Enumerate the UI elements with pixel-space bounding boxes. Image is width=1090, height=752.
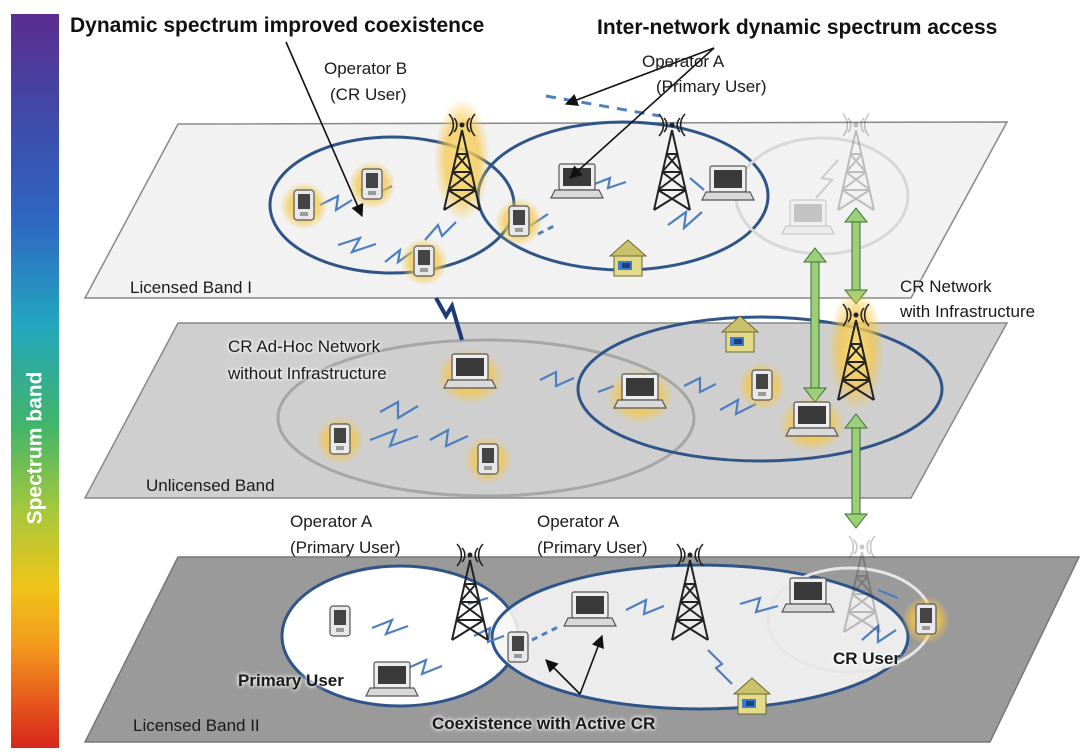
lightning-link-icon [319, 159, 899, 685]
ring-bottom-middle [490, 563, 910, 711]
title-dynamic-spectrum-coexistence: Dynamic spectrum improved coexistence [70, 14, 485, 37]
pda-icon [507, 631, 529, 663]
label-operator-a-top: Operator A [642, 52, 725, 71]
plane-label-licensed-band-ii: Licensed Band II [133, 716, 260, 735]
label-coexistence-active-cr: Coexistence with Active CR [432, 714, 656, 733]
label-cr-adhoc: CR Ad-Hoc Network [228, 337, 381, 356]
laptop-icon [781, 577, 835, 613]
dashed-link-top-pda [537, 224, 555, 236]
plane-label-licensed-band-i: Licensed Band I [130, 278, 252, 297]
pda-icon [316, 416, 364, 464]
laptop-icon [365, 661, 419, 697]
title-inter-network-access: Inter-network dynamic spectrum access [597, 16, 998, 39]
label-operator-a-top-role: (Primary User) [656, 77, 767, 96]
label-cr-user: CR User [833, 649, 901, 668]
label-operator-a-bottom-left: Operator A [290, 512, 373, 531]
laptop-icon [778, 396, 846, 452]
dashed-link-bottom [531, 624, 561, 642]
pda-icon [738, 362, 786, 410]
laptop-icon [550, 163, 604, 199]
label-operator-b: Operator B [324, 59, 408, 78]
cell-tower-icon [434, 98, 490, 222]
pda-icon [329, 605, 351, 637]
lightning-link-icon [434, 297, 464, 341]
laptop-icon [606, 368, 674, 424]
plane-unlicensed-band [83, 322, 1009, 499]
ring-cr-adhoc [276, 338, 696, 498]
label-cr-network-infra: with Infrastructure [900, 302, 1036, 321]
plane-licensed-band-i [83, 121, 1009, 299]
label-cr-adhoc-infra: without Infrastructure [228, 364, 387, 383]
annotation-arrows [285, 41, 715, 695]
label-operator-a-bottom-right: Operator A [537, 512, 620, 531]
spectrum-band-label: Spectrum band [23, 371, 47, 525]
plane-label-unlicensed-band: Unlicensed Band [146, 476, 275, 495]
laptop-icon [436, 348, 504, 404]
laptop-icon [781, 199, 835, 235]
ring-cr-infra-middle [576, 315, 944, 463]
cell-tower-icon [828, 288, 884, 412]
label-primary-user: Primary User [238, 671, 344, 690]
label-cr-network: CR Network [900, 277, 992, 296]
house-icon [721, 315, 759, 353]
laptop-icon [563, 591, 617, 627]
pda-icon [348, 161, 396, 209]
laptop-icon [701, 165, 755, 201]
label-operator-a-bottom-right-role: (Primary User) [537, 538, 648, 557]
label-operator-b-role: (CR User) [330, 85, 407, 104]
pda-icon [464, 436, 512, 484]
pda-icon [495, 198, 543, 246]
pda-icon [902, 596, 950, 644]
label-operator-a-bottom-left-role: (Primary User) [290, 538, 401, 557]
pda-icon [280, 182, 328, 230]
pda-icon [400, 238, 448, 286]
